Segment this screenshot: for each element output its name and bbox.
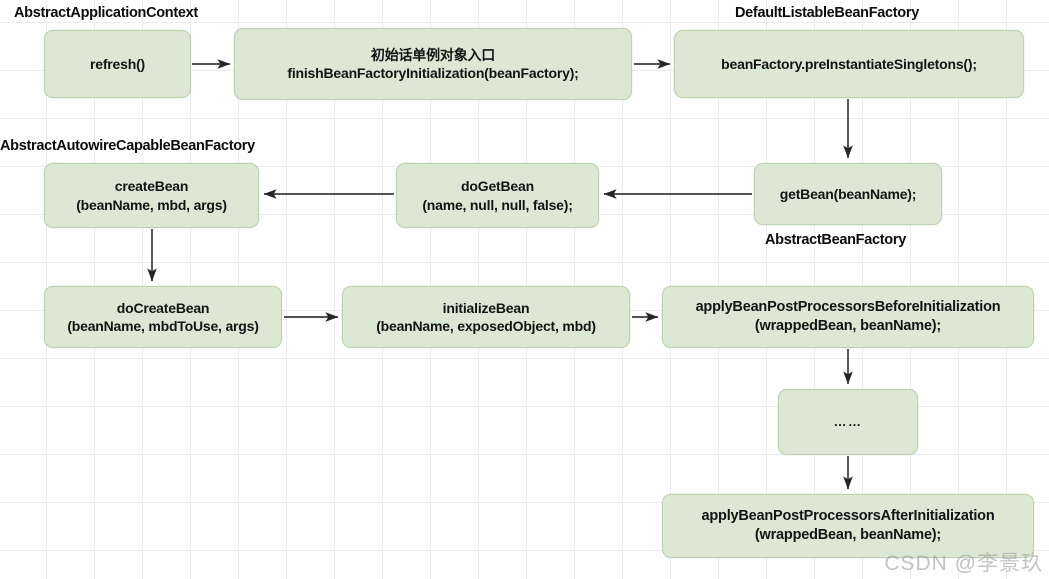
node-create-bean-label: createBean (beanName, mbd, args) (76, 178, 227, 213)
node-ellipsis[interactable]: …… (778, 389, 918, 455)
node-apply-bean-post-processors-before-initialization[interactable]: applyBeanPostProcessorsBeforeInitializat… (662, 286, 1034, 348)
node-get-bean[interactable]: getBean(beanName); (754, 163, 942, 225)
node-apply-bean-post-processors-after-initialization[interactable]: applyBeanPostProcessorsAfterInitializati… (662, 494, 1034, 558)
group-label-abstract-application-context: AbstractApplicationContext (14, 5, 198, 21)
node-finish-bean-factory-initialization-label: 初始话单例对象入口 finishBeanFactoryInitializatio… (287, 46, 579, 81)
node-pre-instantiate-singletons-label: beanFactory.preInstantiateSingletons(); (721, 55, 977, 72)
group-label-default-listable-bean-factory: DefaultListableBeanFactory (735, 5, 919, 21)
node-do-get-bean-label: doGetBean (name, null, null, false); (422, 178, 573, 213)
node-refresh[interactable]: refresh() (44, 30, 191, 98)
node-apply-bean-post-processors-before-initialization-label: applyBeanPostProcessorsBeforeInitializat… (695, 299, 1001, 334)
node-initialize-bean-label: initializeBean (beanName, exposedObject,… (376, 299, 596, 334)
group-label-abstract-bean-factory: AbstractBeanFactory (765, 232, 906, 248)
node-ellipsis-label: …… (833, 413, 863, 429)
watermark: CSDN @李景玖 (884, 552, 1043, 575)
group-label-abstract-autowire-capable-bean-factory: AbstractAutowireCapableBeanFactory (0, 138, 255, 154)
node-initialize-bean[interactable]: initializeBean (beanName, exposedObject,… (342, 286, 630, 348)
node-finish-bean-factory-initialization[interactable]: 初始话单例对象入口 finishBeanFactoryInitializatio… (234, 28, 632, 100)
node-create-bean[interactable]: createBean (beanName, mbd, args) (44, 163, 259, 228)
node-pre-instantiate-singletons[interactable]: beanFactory.preInstantiateSingletons(); (674, 30, 1024, 98)
node-get-bean-label: getBean(beanName); (779, 185, 917, 202)
node-apply-bean-post-processors-after-initialization-label: applyBeanPostProcessorsAfterInitializati… (701, 508, 995, 543)
node-refresh-label: refresh() (90, 55, 145, 72)
node-do-get-bean[interactable]: doGetBean (name, null, null, false); (396, 163, 599, 228)
node-do-create-bean[interactable]: doCreateBean (beanName, mbdToUse, args) (44, 286, 282, 348)
node-do-create-bean-label: doCreateBean (beanName, mbdToUse, args) (67, 299, 259, 334)
